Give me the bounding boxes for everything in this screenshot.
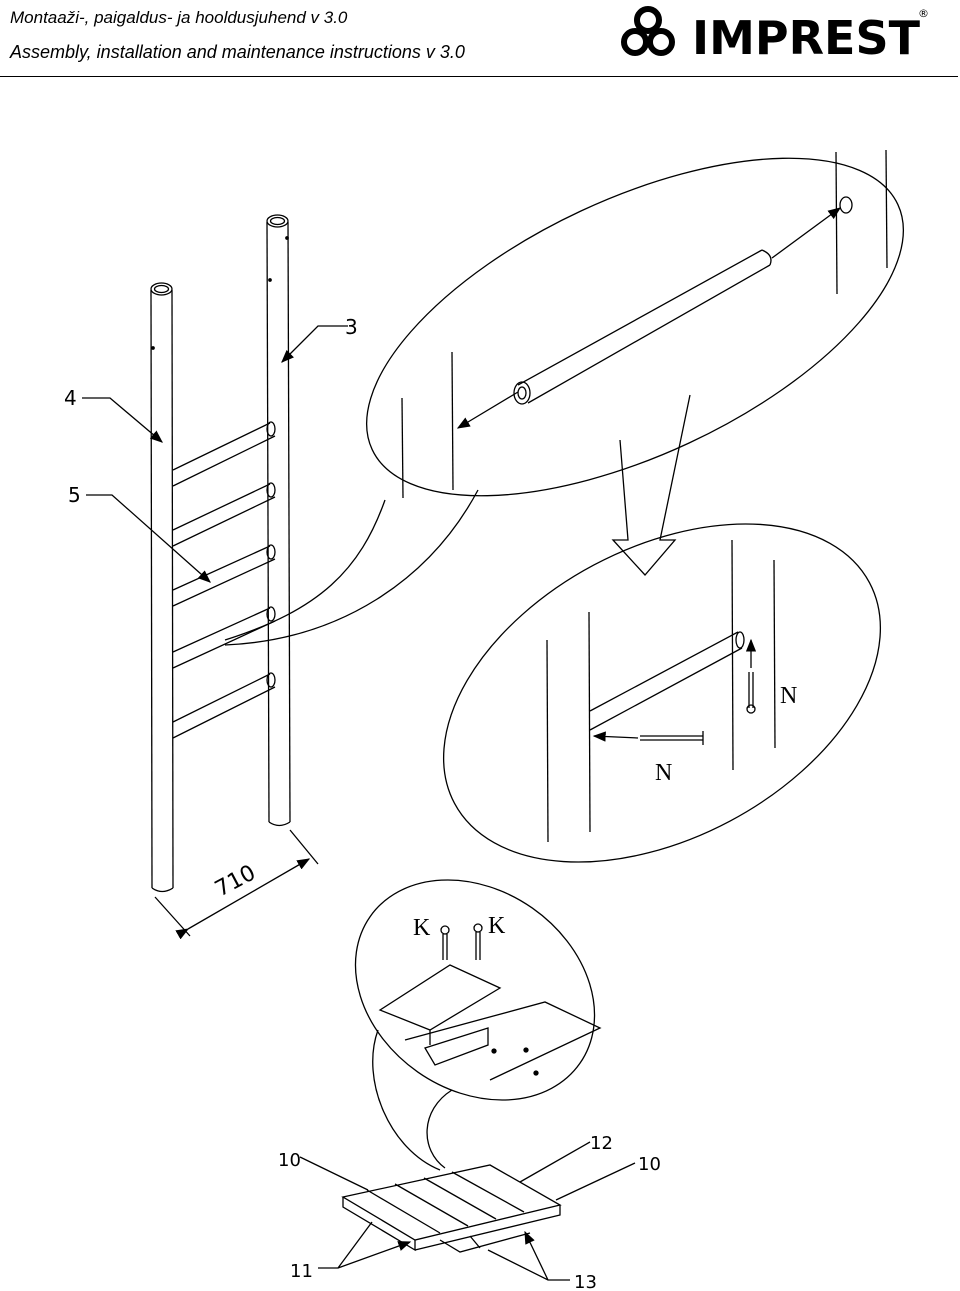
label-3: 3 (345, 315, 358, 339)
detail-screwing (354, 879, 602, 1171)
brand-mark-icon (621, 6, 675, 56)
label-13: 13 (574, 1272, 597, 1291)
label-n-horizontal: N (655, 760, 672, 786)
rung (172, 482, 276, 547)
brand-name: IMPREST (692, 11, 921, 65)
down-arrow-icon (611, 394, 691, 576)
document-title-estonian: Montaaži-, paigaldus- ja hooldusjuhend v… (10, 8, 348, 27)
screw-k-left (440, 925, 450, 960)
imprest-logo: IMPREST ® (621, 6, 929, 65)
leader-5 (86, 494, 211, 583)
post-4 (150, 282, 174, 893)
label-5: 5 (68, 483, 81, 507)
ladder-assembly (82, 214, 479, 940)
label-10-left: 10 (278, 1150, 301, 1171)
rung (172, 672, 276, 739)
detail-nailing (442, 523, 882, 863)
rungs-5 (172, 421, 276, 739)
rung (172, 544, 276, 607)
platform-assembly (299, 1141, 636, 1281)
nail-horizontal (640, 731, 704, 745)
registered-mark: ® (918, 7, 929, 20)
leader-13 (487, 1232, 570, 1281)
label-4: 4 (64, 386, 77, 410)
leader-12 (519, 1141, 591, 1183)
label-11: 11 (290, 1261, 313, 1282)
dimension-label-710: 710 (211, 861, 260, 903)
rung-bar (513, 249, 772, 405)
leader-10-right (555, 1162, 636, 1201)
dimension-line-710 (175, 858, 311, 940)
rung (172, 606, 276, 669)
nail-vertical (746, 672, 756, 714)
header-divider (0, 76, 958, 77)
post-3 (266, 214, 291, 827)
leader-4 (82, 397, 163, 443)
leader-3 (281, 325, 348, 363)
leader-11 (318, 1221, 410, 1269)
screw-k-right (473, 923, 483, 960)
label-12: 12 (590, 1133, 613, 1154)
label-k-left: K (413, 915, 431, 941)
label-n-vertical: N (780, 683, 797, 709)
label-10-right: 10 (638, 1154, 661, 1175)
rung (172, 421, 276, 487)
leader-10-left (299, 1156, 369, 1191)
label-k-right: K (488, 913, 506, 939)
document-title-english: Assembly, installation and maintenance i… (10, 42, 465, 62)
detail-rung-insertion (366, 149, 904, 576)
